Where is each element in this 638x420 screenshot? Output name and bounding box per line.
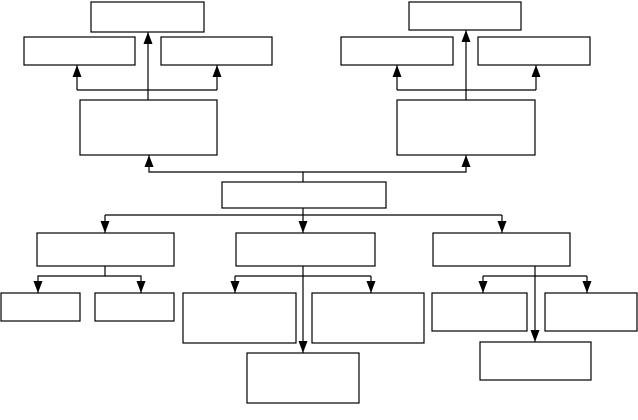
box-rect <box>340 36 454 66</box>
box-rect <box>23 36 136 66</box>
box-rect <box>246 352 360 404</box>
connector-line <box>105 275 142 293</box>
diagram-boxes <box>0 1 638 404</box>
box-bottom-mid-left <box>182 292 297 344</box>
box-bottom-left-left <box>0 292 81 322</box>
box-rect <box>477 36 591 66</box>
box-top-right-top <box>408 1 522 31</box>
box-rect <box>431 292 528 332</box>
box-bottom-right-hub <box>432 232 571 267</box>
box-bottom-right-bottom <box>479 341 592 381</box>
box-rect <box>182 292 297 344</box>
connector-line <box>148 155 304 182</box>
box-rect <box>479 341 592 381</box>
box-top-right-left <box>340 36 454 66</box>
box-rect <box>408 1 522 31</box>
box-bottom-right-left <box>431 292 528 332</box>
arrowheads <box>33 30 592 353</box>
arrow-up-icon <box>461 30 471 42</box>
arrow-down-icon <box>33 281 43 293</box>
box-bottom-left-right <box>94 292 175 322</box>
arrow-up-icon <box>392 65 402 77</box>
box-bottom-mid-bottom <box>246 352 360 404</box>
box-rect <box>235 232 376 267</box>
arrow-up-icon <box>212 65 222 77</box>
box-rect <box>160 36 273 66</box>
arrow-down-icon <box>582 281 592 293</box>
box-top-left-right <box>160 36 273 66</box>
box-rect <box>544 292 638 332</box>
arrow-up-icon <box>72 65 82 77</box>
box-bottom-mid-right <box>311 292 425 344</box>
arrow-down-icon <box>497 221 507 233</box>
box-rect <box>221 181 387 209</box>
arrow-down-icon <box>298 341 308 353</box>
arrow-down-icon <box>530 330 540 342</box>
box-center <box>221 181 387 209</box>
box-bottom-left-hub <box>36 232 175 267</box>
box-top-left-left <box>23 36 136 66</box>
box-rect <box>94 292 175 322</box>
box-top-left-hub <box>79 99 218 156</box>
arrow-up-icon <box>461 155 471 167</box>
box-top-right-hub <box>396 99 536 156</box>
box-rect <box>79 99 218 156</box>
box-bottom-right-right <box>544 292 638 332</box>
box-top-right-right <box>477 36 591 66</box>
connector-line <box>37 266 106 293</box>
arrow-down-icon <box>230 281 240 293</box>
box-rect <box>432 232 571 267</box>
arrow-down-icon <box>366 281 376 293</box>
arrow-down-icon <box>100 221 110 233</box>
box-rect <box>311 292 425 344</box>
arrow-down-icon <box>478 281 488 293</box>
box-rect <box>36 232 175 267</box>
arrow-down-icon <box>298 221 308 233</box>
arrow-up-icon <box>144 155 154 167</box>
box-rect <box>0 292 81 322</box>
box-rect <box>396 99 536 156</box>
box-rect <box>90 1 205 33</box>
connector-line <box>303 155 467 173</box>
arrow-down-icon <box>136 281 146 293</box>
arrow-up-icon <box>143 32 153 44</box>
box-bottom-mid-hub <box>235 232 376 267</box>
arrow-up-icon <box>531 65 541 77</box>
box-top-left-top <box>90 1 205 33</box>
